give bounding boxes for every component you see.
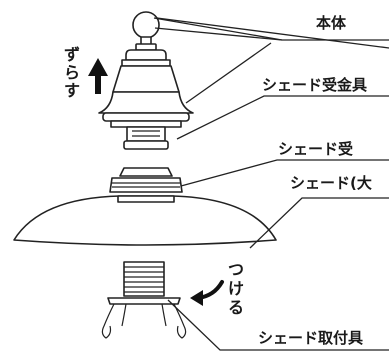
attach-char-1: つ <box>228 260 244 279</box>
annotation-attach: つ け る <box>228 260 244 317</box>
label-shade-receiver-bracket: シェード受金具 <box>262 76 367 94</box>
leader-lines <box>153 17 389 351</box>
label-shade-large: シェード(大 <box>290 174 372 192</box>
shade-receiver-bracket-part <box>123 126 169 150</box>
lamp-body <box>98 11 194 128</box>
attach-char-3: る <box>228 298 244 317</box>
slide-char-3: す <box>64 81 80 100</box>
shade-mount-bracket-part <box>101 261 187 339</box>
label-shade-mount-bracket: シェード取付具 <box>258 329 363 347</box>
slide-char-2: ら <box>64 63 80 82</box>
annotation-slide: ず ら す <box>64 45 80 100</box>
shade-large-part <box>13 195 277 246</box>
attach-rotation-arrow-icon <box>190 280 224 306</box>
label-shade-receiver: シェード受 <box>278 140 353 158</box>
label-body: 本体 <box>316 14 347 32</box>
slide-up-arrow-icon <box>88 58 108 94</box>
shade-receiver-part <box>109 167 183 193</box>
slide-char-1: ず <box>64 45 80 64</box>
attach-char-2: け <box>228 279 244 298</box>
